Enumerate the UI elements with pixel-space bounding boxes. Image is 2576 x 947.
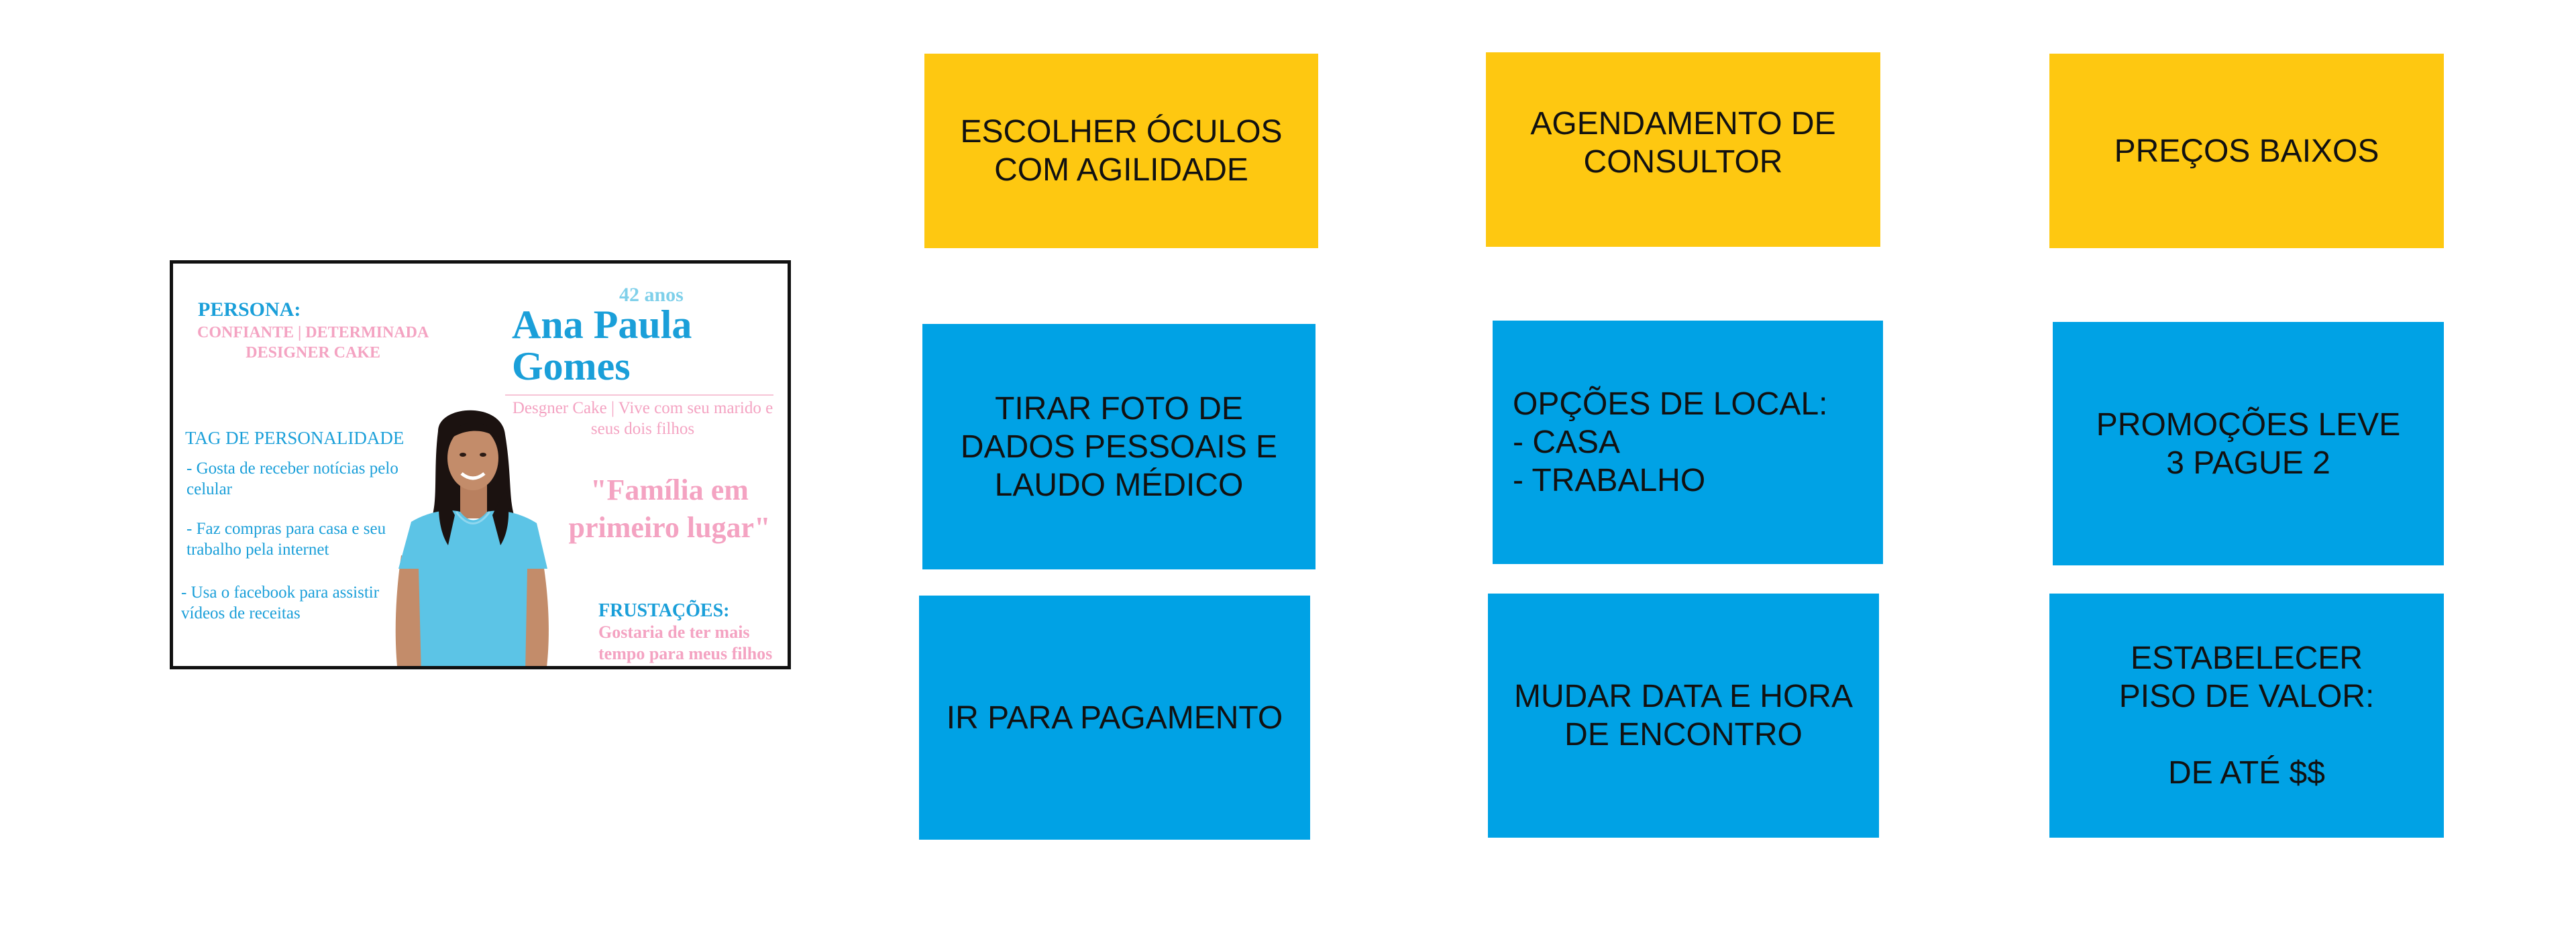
frustrations-text: Gostaria de ter mais tempo para meus fil…: [598, 622, 773, 663]
persona-portrait: [374, 401, 569, 666]
note-tirar-foto: TIRAR FOTO DE DADOS PESSOAIS E LAUDO MÉD…: [922, 324, 1316, 569]
note-escolher-oculos: ESCOLHER ÓCULOS COM AGILIDADE: [924, 54, 1318, 248]
note-opcoes-local: OPÇÕES DE LOCAL: - CASA - TRABALHO: [1493, 321, 1883, 564]
personality-tag-item: - Gosta de receber notícias pelo celular: [186, 459, 398, 498]
note-text: IR PARA PAGAMENTO: [946, 700, 1283, 736]
note-piso-valor: ESTABELECER PISO DE VALOR: DE ATÉ $$: [2049, 594, 2444, 838]
note-text: PREÇOS BAIXOS: [2114, 133, 2379, 169]
note-text: PROMOÇÕES LEVE 3 PAGUE 2: [2096, 406, 2401, 481]
persona-traits: CONFIANTE | DETERMINADA DESIGNER CAKE: [197, 324, 429, 361]
note-precos-baixos: PREÇOS BAIXOS: [2049, 54, 2444, 248]
persona-occupation: Desgner Cake | Vive com seu marido e seu…: [512, 399, 773, 438]
frustrations-label: FRUSTAÇÕES:: [598, 600, 730, 621]
persona-label: PERSONA:: [198, 298, 301, 321]
note-text: OPÇÕES DE LOCAL: - CASA - TRABALHO: [1513, 386, 1828, 498]
persona-divider: [505, 394, 773, 396]
personality-tag-item: - Usa o facebook para assistir vídeos de…: [181, 583, 380, 622]
personality-tag-label: TAG DE PERSONALIDADE: [185, 428, 405, 448]
note-promocoes: PROMOÇÕES LEVE 3 PAGUE 2: [2053, 322, 2444, 565]
note-ir-pagamento: IR PARA PAGAMENTO: [919, 596, 1310, 840]
note-text: ESCOLHER ÓCULOS COM AGILIDADE: [960, 114, 1283, 188]
note-text: AGENDAMENTO DE CONSULTOR: [1530, 106, 1836, 180]
note-text: TIRAR FOTO DE DADOS PESSOAIS E LAUDO MÉD…: [960, 390, 1278, 503]
personality-tag-item: - Faz compras para casa e seu trabalho p…: [186, 520, 386, 559]
persona-name: Ana Paula Gomes: [512, 302, 692, 388]
note-text: MUDAR DATA E HORA DE ENCONTRO: [1514, 679, 1853, 753]
note-text: ESTABELECER PISO DE VALOR: DE ATÉ $$: [2118, 640, 2375, 791]
note-mudar-data: MUDAR DATA E HORA DE ENCONTRO: [1488, 594, 1879, 838]
persona-quote: "Família em primeiro lugar": [568, 474, 771, 544]
persona-age: 42 anos: [619, 284, 684, 306]
persona-card: PERSONA: CONFIANTE | DETERMINADA DESIGNE…: [170, 260, 791, 669]
note-agendamento-consultor: AGENDAMENTO DE CONSULTOR: [1486, 52, 1880, 247]
